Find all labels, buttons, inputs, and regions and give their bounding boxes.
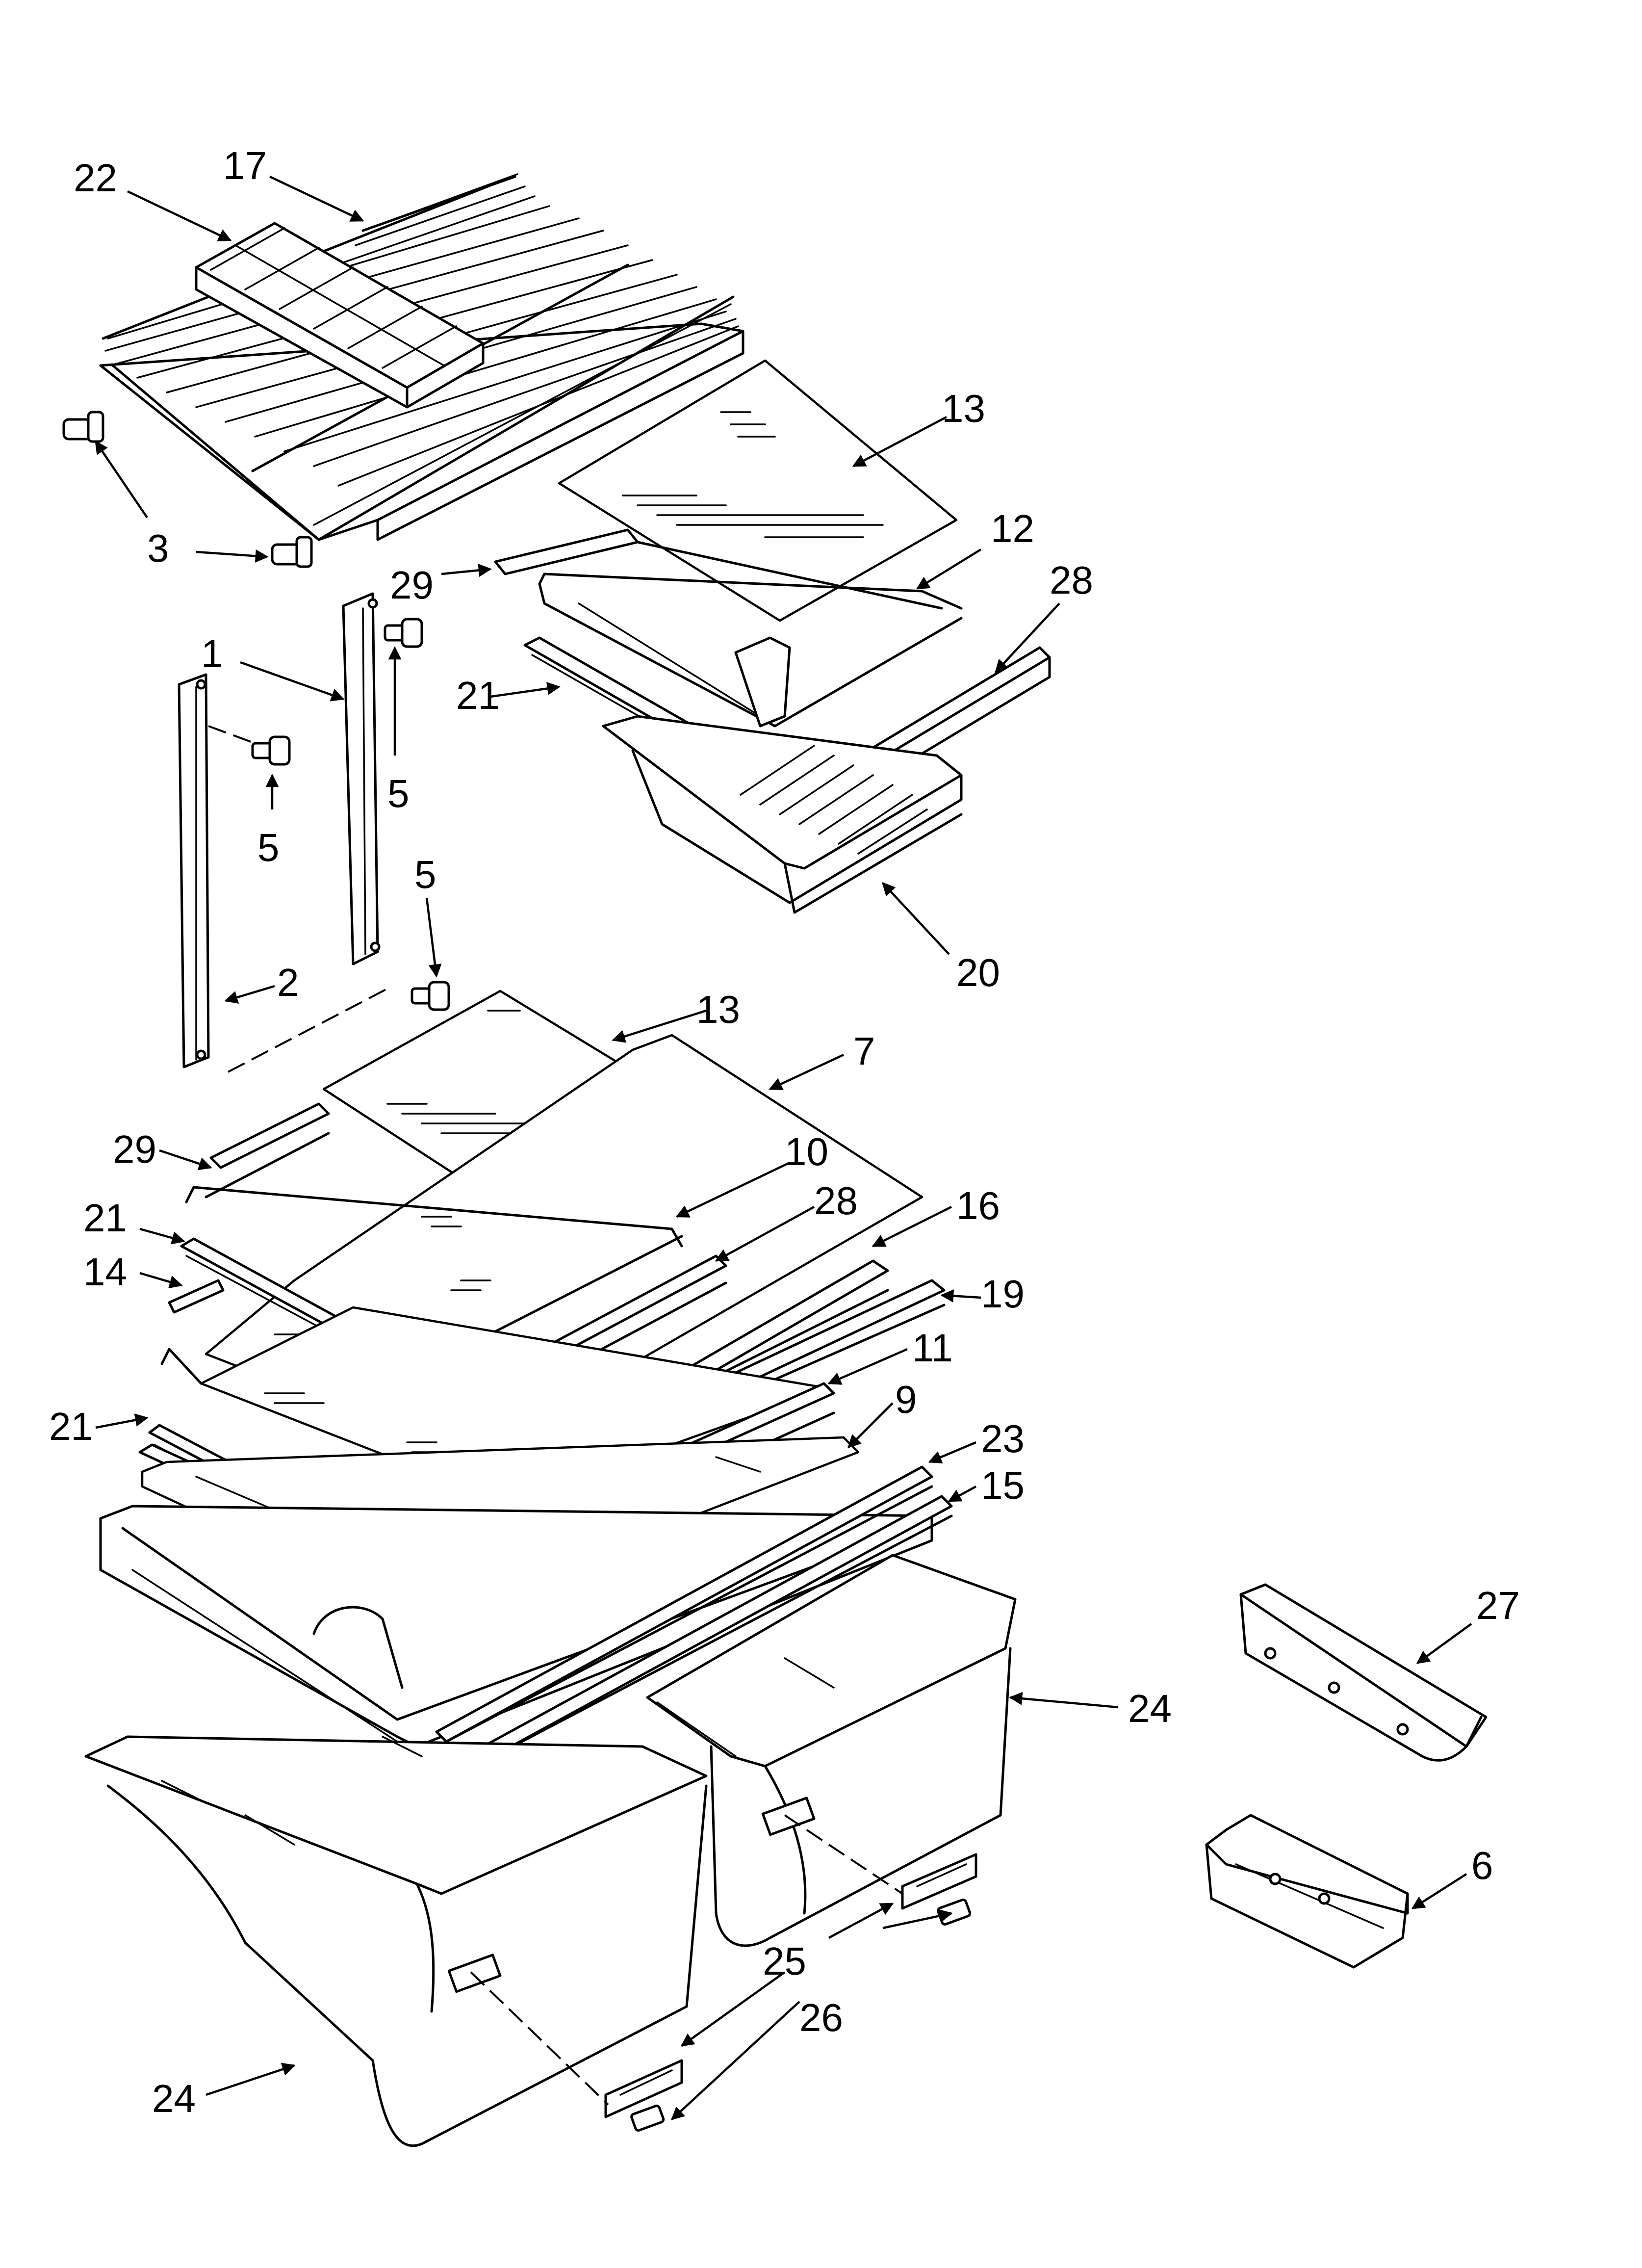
callout-1: 1 xyxy=(201,632,223,676)
callout-13-upper: 13 xyxy=(942,387,985,430)
callout-22: 22 xyxy=(74,156,117,200)
egg-dairy-bin xyxy=(1205,1814,1409,1969)
callout-10: 10 xyxy=(785,1130,828,1173)
callout-2: 2 xyxy=(277,961,299,1004)
screw-middle xyxy=(251,735,291,766)
crisper-drawer-right xyxy=(646,1554,1017,1947)
callout-29-upper: 29 xyxy=(390,563,434,607)
callout-labels: 22 17 13 3 12 28 29 1 21 5 5 5 2 20 13 7… xyxy=(49,144,1520,2120)
upper-crisper-frame xyxy=(494,528,963,728)
callout-6: 6 xyxy=(1471,1844,1493,1887)
callout-9: 9 xyxy=(895,1378,917,1421)
callout-17: 17 xyxy=(223,144,267,187)
callout-21-middle: 21 xyxy=(83,1196,127,1240)
meat-drawer xyxy=(602,636,963,914)
callout-5-upper: 5 xyxy=(387,772,410,815)
upper-glass-shelf xyxy=(558,359,958,622)
shelf-stop-lower xyxy=(271,536,313,568)
callout-15: 15 xyxy=(981,1463,1025,1507)
ice-cube-tray xyxy=(195,222,485,409)
callout-24-right: 24 xyxy=(1128,1687,1172,1730)
right-ladder-rail xyxy=(342,592,381,965)
callout-21-upper: 21 xyxy=(456,674,500,717)
callout-20: 20 xyxy=(956,951,1000,994)
lower-front-trim-29 xyxy=(209,1102,330,1169)
callout-21-lower: 21 xyxy=(49,1405,93,1448)
callout-5-middle: 5 xyxy=(257,826,280,869)
callout-24-left: 24 xyxy=(152,2077,196,2120)
humidity-slide-right xyxy=(937,1898,972,1926)
callout-7: 7 xyxy=(853,1029,875,1073)
screw-upper xyxy=(384,618,423,648)
callout-12: 12 xyxy=(991,507,1034,550)
humidity-control-left xyxy=(604,2059,683,2118)
humidity-alignment-left xyxy=(470,1971,609,2106)
callout-28-upper: 28 xyxy=(1050,558,1093,602)
callout-13-lower: 13 xyxy=(696,988,740,1031)
crisper-drawer-left xyxy=(84,1735,708,2147)
crisper-support-tray xyxy=(99,1505,933,1748)
callout-14: 14 xyxy=(83,1250,127,1294)
callout-11: 11 xyxy=(912,1326,953,1370)
humidity-alignment-right xyxy=(784,1814,903,1895)
callout-23: 23 xyxy=(981,1417,1025,1460)
rail-14 xyxy=(168,1279,225,1314)
trim-rail-23 xyxy=(435,1465,933,1743)
callout-5-lower: 5 xyxy=(414,853,436,896)
callout-29-lower: 29 xyxy=(113,1127,156,1171)
left-ladder-rail xyxy=(178,673,210,1069)
rail-alignment-line-lower xyxy=(228,985,393,1073)
shelf-stop-upper xyxy=(62,411,104,443)
callout-26: 26 xyxy=(799,1996,843,2039)
callout-27: 27 xyxy=(1476,1584,1520,1627)
door-shelf-bin xyxy=(1239,1583,1488,1762)
callout-25: 25 xyxy=(763,1939,806,1983)
callout-16: 16 xyxy=(956,1184,1000,1227)
callout-19: 19 xyxy=(981,1272,1025,1316)
callout-3: 3 xyxy=(147,526,169,570)
screw-lower xyxy=(410,981,450,1011)
humidity-slide-left xyxy=(630,2104,665,2132)
callout-28-lower: 28 xyxy=(814,1179,858,1223)
callout-leaders xyxy=(95,175,1472,2120)
humidity-control-right xyxy=(901,1853,977,1910)
